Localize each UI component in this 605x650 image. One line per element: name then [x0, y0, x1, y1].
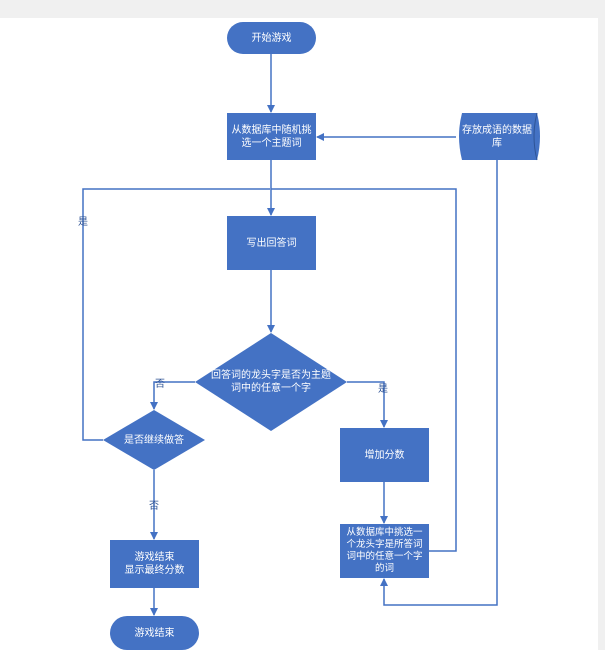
edge-check-yes: [347, 381, 388, 428]
edge-label-check-no: 否: [155, 379, 165, 390]
edge-continue-yes-loop: [82, 188, 270, 441]
edge-db-to-select-next: [380, 160, 498, 606]
edge-label-continue-no: 否: [149, 501, 159, 512]
edge-label-check-yes: 是: [378, 384, 388, 395]
edge-select-next-loop: [271, 188, 457, 552]
select-theme-box: [227, 113, 316, 160]
end-show-score-box: [110, 540, 199, 588]
end-terminator: [110, 616, 199, 650]
edge-check-no: [150, 381, 195, 410]
select-next-box: [340, 524, 429, 578]
start-terminator: [227, 22, 316, 54]
check-decision-diamond: [195, 333, 347, 431]
continue-decision-diamond: [103, 410, 205, 470]
write-answer-box: [227, 216, 316, 270]
idiom-database-shape: [459, 112, 540, 161]
edge-label-continue-yes: 是: [78, 217, 88, 228]
window-top-bar: [0, 0, 605, 18]
add-score-box: [340, 428, 429, 482]
window-right-bar: [598, 18, 605, 650]
